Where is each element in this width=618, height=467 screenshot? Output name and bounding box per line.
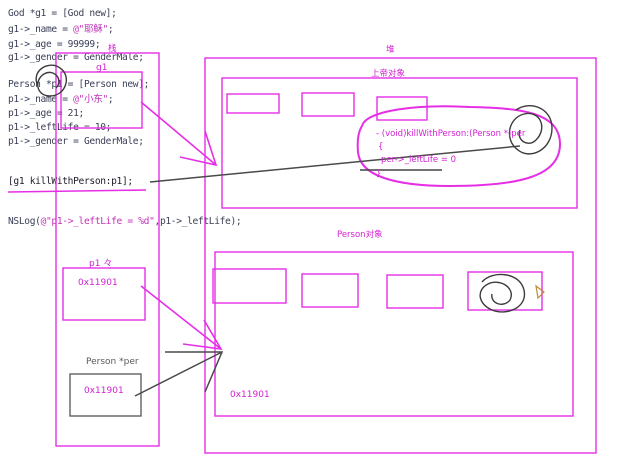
god-object-label: 上帝对象 xyxy=(371,69,406,79)
code-text: p1->_gender = GenderMale; xyxy=(8,136,144,147)
god-field-box xyxy=(376,96,428,121)
god-object-box xyxy=(221,77,578,209)
god-field-box xyxy=(226,93,280,114)
code-line-person-new: Person *p1 = [Person new]; xyxy=(8,80,149,90)
code-line-g1-age: g1->_age = 99999; xyxy=(8,39,101,50)
method-close-brace: } xyxy=(376,169,382,179)
code-line-p1-age: p1->_age = 21; xyxy=(8,109,84,119)
person-object-box xyxy=(214,251,574,417)
person-object-address: 0x11901 xyxy=(230,390,270,400)
person-object-label: Person对象 xyxy=(337,230,383,240)
cursor-mark xyxy=(535,284,545,300)
string-literal: @"p1->_leftLife = %d" xyxy=(40,216,155,227)
p1-reference-arrow xyxy=(140,285,223,351)
p1-variable-box xyxy=(62,267,146,321)
stack-label: 栈 xyxy=(108,44,117,54)
code-text: NSLog( xyxy=(8,216,41,227)
stack-region xyxy=(55,52,160,447)
code-text: g1->_name = xyxy=(8,24,74,35)
code-text: God *g1 = [God new]; xyxy=(8,8,117,19)
p1-address: 0x11901 xyxy=(78,278,118,288)
method-signature: - (void)killWithPerson:(Person *)per xyxy=(376,129,526,139)
p1-text: p1 xyxy=(89,259,101,269)
code-line-god-new: God *g1 = [God new]; xyxy=(8,9,117,19)
scribble-mark xyxy=(508,105,553,155)
method-body: per->_leftLife = 0 xyxy=(381,155,457,165)
string-literal: @"小东" xyxy=(73,94,108,105)
method-open-brace: { xyxy=(378,142,384,152)
call-underline xyxy=(7,189,147,193)
code-line-kill-call: [g1 killWithPerson:p1]; xyxy=(8,177,133,187)
code-text: p1->_name = xyxy=(8,94,74,105)
code-text: ; xyxy=(107,94,114,105)
code-text: g1->_age = 99999; xyxy=(8,39,101,50)
code-line-p1-name: p1->_name = @"小东"; xyxy=(8,94,114,105)
code-line-p1-gender: p1->_gender = GenderMale; xyxy=(8,137,144,147)
code-text: g1->_gender = GenderMale; xyxy=(8,52,144,63)
method-bubble xyxy=(356,105,562,188)
code-line-g1-name: g1->_name = @"耶稣"; xyxy=(8,24,114,35)
code-text: ; xyxy=(107,24,114,35)
p1-suffix: 々 xyxy=(103,259,113,269)
g1-label: g1 xyxy=(96,63,108,73)
per-reference-arrow xyxy=(134,351,224,397)
per-parameter-box xyxy=(69,373,142,417)
per-label: Person *per xyxy=(86,357,139,367)
god-field-box xyxy=(301,92,355,117)
heap-label: 堆 xyxy=(386,45,395,55)
person-field-box xyxy=(212,268,287,304)
scribble-mark xyxy=(479,273,526,313)
code-line-g1-gender: g1->_gender = GenderMale; xyxy=(8,53,144,63)
scribble-mark xyxy=(35,64,68,97)
call-to-method-line xyxy=(149,145,521,183)
code-text: Person *p1 = [Person new]; xyxy=(8,79,150,90)
per-address: 0x11901 xyxy=(84,386,124,396)
code-text: ,p1->_leftLife); xyxy=(154,216,242,227)
code-text: [g1 killWithPerson:p1]; xyxy=(8,176,133,187)
person-field-box xyxy=(386,274,444,309)
g1-reference-arrow xyxy=(140,101,218,167)
string-literal: @"耶稣" xyxy=(73,24,108,35)
person-field-box xyxy=(301,273,359,308)
heap-region xyxy=(204,57,597,454)
p1-label: p1 々 xyxy=(89,256,112,269)
code-text: p1->_age = 21; xyxy=(8,108,84,119)
code-line-nslog: NSLog(@"p1->_leftLife = %d",p1->_leftLif… xyxy=(8,216,242,227)
g1-variable-box xyxy=(60,71,143,129)
